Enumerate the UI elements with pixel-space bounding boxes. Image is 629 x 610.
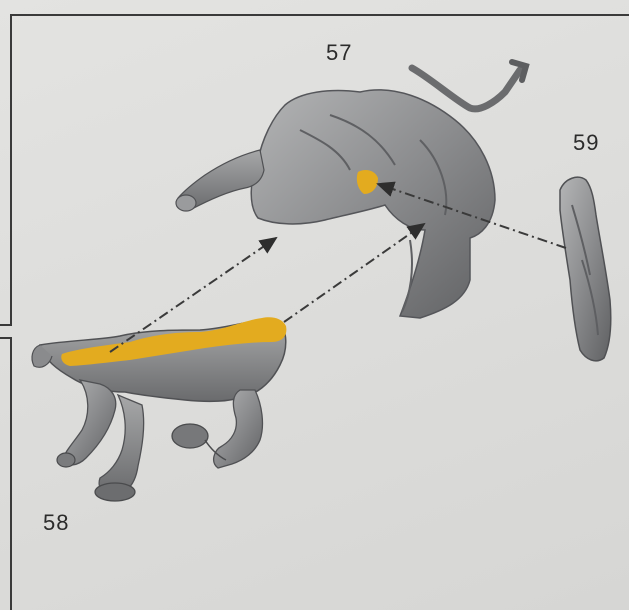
horse-body-part [32, 317, 286, 501]
rider-torso-part [176, 62, 526, 318]
part-number-58: 58 [43, 510, 69, 536]
leg-piece-part [560, 177, 611, 361]
part-number-59: 59 [573, 130, 599, 156]
part-number-57: 57 [326, 40, 352, 66]
